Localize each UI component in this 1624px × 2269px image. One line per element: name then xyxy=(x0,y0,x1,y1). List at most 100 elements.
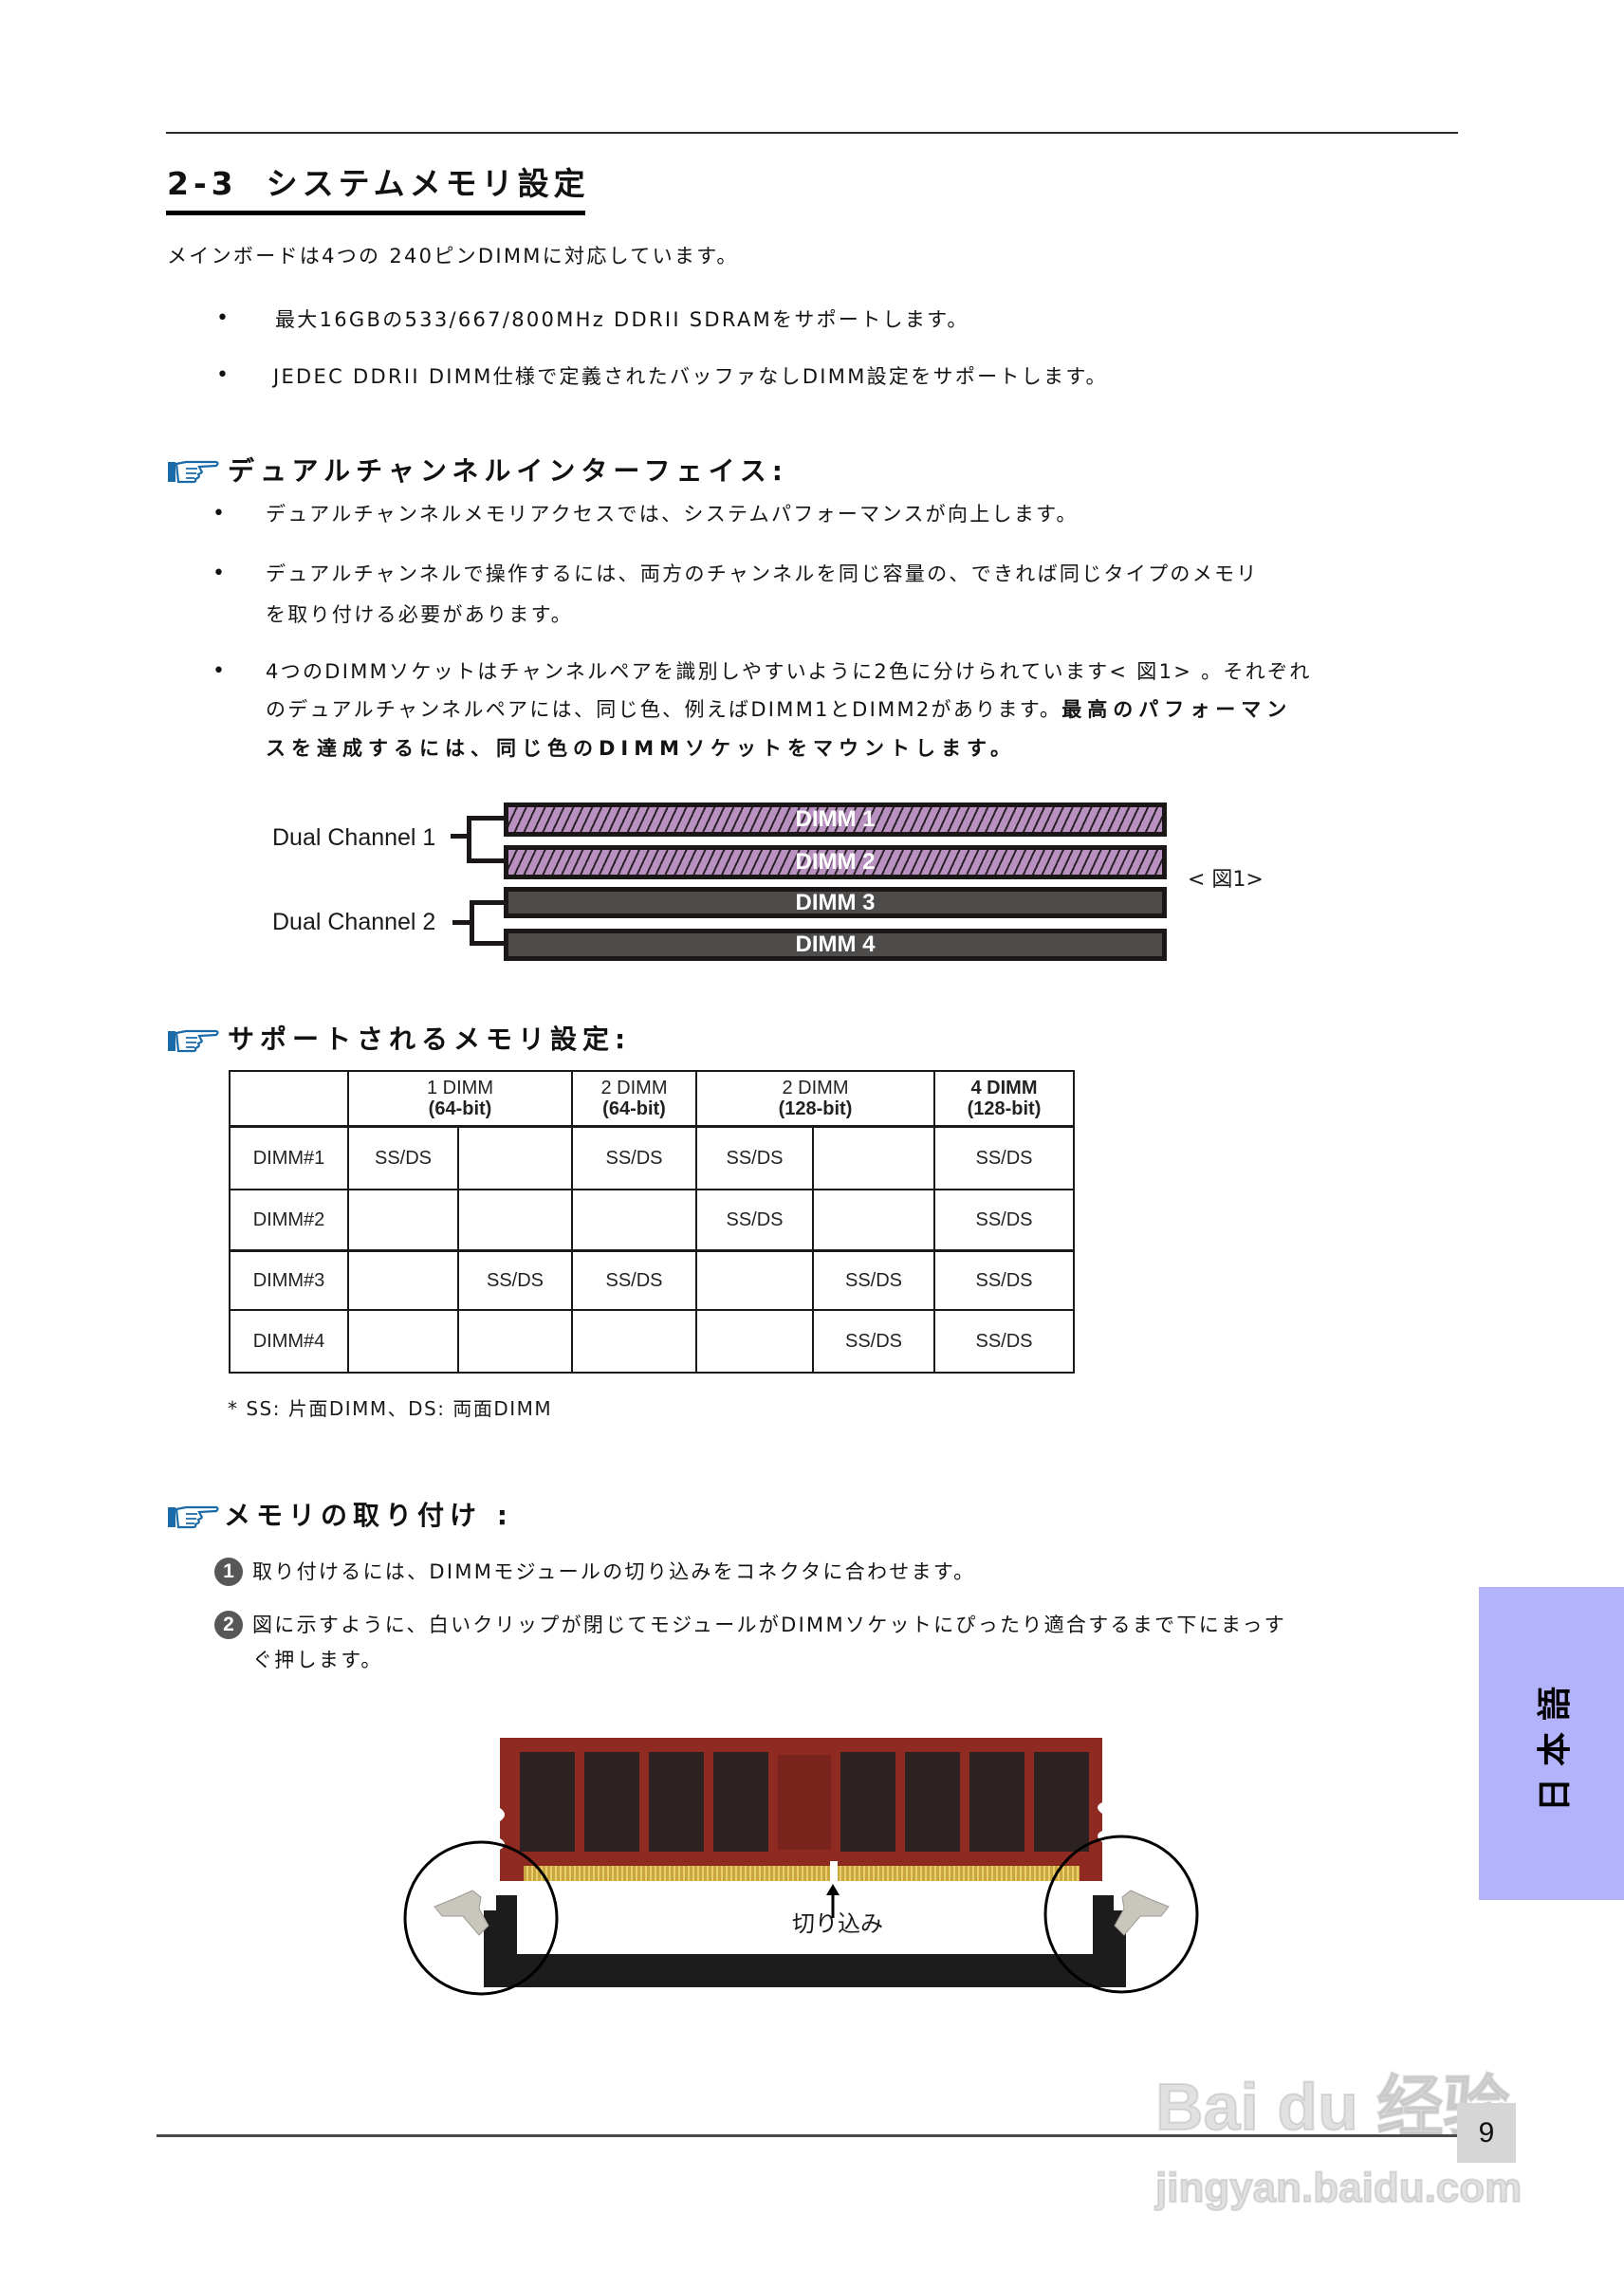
step-number-badge: 2 xyxy=(214,1611,243,1639)
bottom-rule xyxy=(157,2134,1458,2137)
table-cell xyxy=(697,1311,812,1372)
table-cell: SS/DS xyxy=(374,1148,433,1169)
table-cell xyxy=(814,1190,933,1249)
table-cell xyxy=(573,1190,695,1249)
dimm-slot-label: DIMM 1 xyxy=(795,806,876,832)
table-cell: SS/DS xyxy=(844,1331,903,1352)
dual-channel-bullet: デュアルチャンネルで操作するには、両方のチャンネルを同じ容量の、できれば同じタイ… xyxy=(266,563,1259,585)
column-header-sublabel: (128-bit) xyxy=(778,1098,853,1119)
page-number-box xyxy=(1457,2103,1516,2163)
table-cell xyxy=(459,1190,571,1249)
installation-step-cont: ぐ押します。 xyxy=(252,1649,383,1671)
table-border xyxy=(933,1070,935,1374)
figure-caption: < 図1> xyxy=(1188,868,1264,892)
column-header: 4 DIMM(128-bit) xyxy=(935,1072,1073,1125)
table-border xyxy=(229,1125,1075,1128)
intro-text: メインボードは4つの 240ピンDIMMに対応しています。 xyxy=(167,245,739,267)
section-number: 2-3 xyxy=(167,165,238,202)
table-border xyxy=(812,1126,814,1374)
emphasis-text: スを達成するには、同じ色のDIMMソケットをマウントします。 xyxy=(266,737,1016,760)
section-title-text: システムメモリ設定 xyxy=(266,165,590,202)
dimm-slot-label: DIMM 4 xyxy=(795,932,876,957)
bullet-icon: • xyxy=(212,562,225,585)
table-border xyxy=(229,1070,231,1374)
dual-channel-bullet-cont: を取り付ける必要があります。 xyxy=(266,603,574,626)
table-cell: SS/DS xyxy=(975,1148,1033,1169)
table-cell: SS/DS xyxy=(726,1148,784,1169)
pointing-hand-icon xyxy=(168,1029,219,1053)
table-border xyxy=(229,1249,1075,1252)
bullet-icon: • xyxy=(216,363,229,387)
emphasis-text: 最高のパフォーマン xyxy=(1061,698,1293,721)
table-cell xyxy=(459,1311,571,1372)
table-border xyxy=(457,1126,459,1374)
watermark-url: jingyan.baidu.com xyxy=(1154,2164,1522,2212)
installation-heading: メモリの取り付け : xyxy=(224,1500,513,1531)
table-cell: SS/DS xyxy=(605,1148,663,1169)
page-number: 9 xyxy=(1478,2117,1495,2149)
column-header: 2 DIMM(128-bit) xyxy=(697,1072,933,1125)
table-cell: SS/DS xyxy=(975,1331,1033,1352)
dual-channel-bullet: デュアルチャンネルメモリアクセスでは、システムパフォーマンスが向上します。 xyxy=(266,503,1079,526)
table-border xyxy=(571,1070,573,1374)
section-title: 2-3 システムメモリ設定 xyxy=(167,163,590,205)
highlight-circle xyxy=(1043,1835,1199,1994)
watermark-logo: Bai du 经验 xyxy=(1154,2069,1510,2145)
table-cell xyxy=(459,1128,571,1189)
bracket-stub xyxy=(452,920,473,925)
dual-channel-bullet-cont: のデュアルチャンネルペアには、同じ色、例えばDIMM1とDIMM2があります。最… xyxy=(266,696,1292,723)
table-footnote: * SS: 片面DIMM、DS: 両面DIMM xyxy=(228,1397,553,1420)
dual-channel-2-label: Dual Channel 2 xyxy=(272,909,436,935)
dimm-slot-label: DIMM 3 xyxy=(795,889,876,915)
dimm-socket-icon xyxy=(484,1895,1126,1987)
feature-item: 最大16GBの533/667/800MHz DDRII SDRAMをサポートしま… xyxy=(275,308,969,331)
table-cell: SS/DS xyxy=(605,1270,663,1291)
socket-clip-icon xyxy=(434,1890,1170,1936)
bullet-icon: • xyxy=(212,659,225,683)
highlight-circle xyxy=(403,1840,559,1996)
step-number-badge: 1 xyxy=(214,1558,243,1586)
bracket-stub xyxy=(451,834,471,839)
bullet-icon: • xyxy=(216,306,229,330)
dimm-slot-4: DIMM 4 xyxy=(504,929,1167,961)
table-cell xyxy=(573,1311,695,1372)
row-label: DIMM#4 xyxy=(252,1331,325,1352)
table-cell: SS/DS xyxy=(726,1209,784,1230)
dual-channel-1-label: Dual Channel 1 xyxy=(272,824,436,851)
dimm-slot-3: DIMM 3 xyxy=(504,887,1167,918)
table-border xyxy=(229,1070,1075,1072)
table-cell: SS/DS xyxy=(975,1209,1033,1230)
dimm-module-icon xyxy=(500,1738,1102,1882)
language-tab[interactable]: 日本語 xyxy=(1479,1587,1624,1900)
installation-step: 取り付けるには、DIMMモジュールの切り込みをコネクタに合わせます。 xyxy=(252,1560,976,1583)
table-border xyxy=(229,1309,1075,1311)
table-cell xyxy=(349,1311,457,1372)
column-header-label: 1 DIMM xyxy=(427,1078,493,1098)
dimm-slot-label: DIMM 2 xyxy=(795,849,876,875)
row-label: DIMM#2 xyxy=(252,1209,325,1230)
table-cell xyxy=(349,1190,457,1249)
column-header: 2 DIMM(64-bit) xyxy=(573,1072,695,1125)
table-border xyxy=(695,1070,697,1374)
column-header-sublabel: (64-bit) xyxy=(602,1098,666,1119)
table-cell xyxy=(349,1252,457,1309)
bullet-icon: • xyxy=(212,502,225,526)
table-cell: SS/DS xyxy=(975,1270,1033,1291)
normal-text: のデュアルチャンネルペアには、同じ色、例えばDIMM1とDIMM2があります。 xyxy=(266,698,1062,721)
table-cell xyxy=(814,1128,933,1189)
channel-2-bracket xyxy=(470,900,505,946)
top-rule xyxy=(166,132,1458,134)
row-label: DIMM#3 xyxy=(252,1270,325,1291)
column-header-label: 2 DIMM xyxy=(600,1078,668,1098)
channel-1-bracket xyxy=(467,816,505,863)
column-header: 1 DIMM(64-bit) xyxy=(349,1072,571,1125)
table-cell xyxy=(697,1252,812,1309)
table-border xyxy=(347,1070,349,1374)
dual-channel-heading: デュアルチャンネルインターフェイス: xyxy=(228,455,788,487)
notch-label: 切り込み xyxy=(792,1910,883,1937)
dual-channel-bullet: 4つのDIMMソケットはチャンネルペアを識別しやすいように2色に分けられています… xyxy=(266,660,1312,683)
column-header-label: 4 DIMM xyxy=(970,1078,1038,1098)
supported-config-heading: サポートされるメモリ設定: xyxy=(228,1024,632,1055)
title-underline xyxy=(166,211,585,215)
row-label: DIMM#1 xyxy=(252,1148,325,1169)
